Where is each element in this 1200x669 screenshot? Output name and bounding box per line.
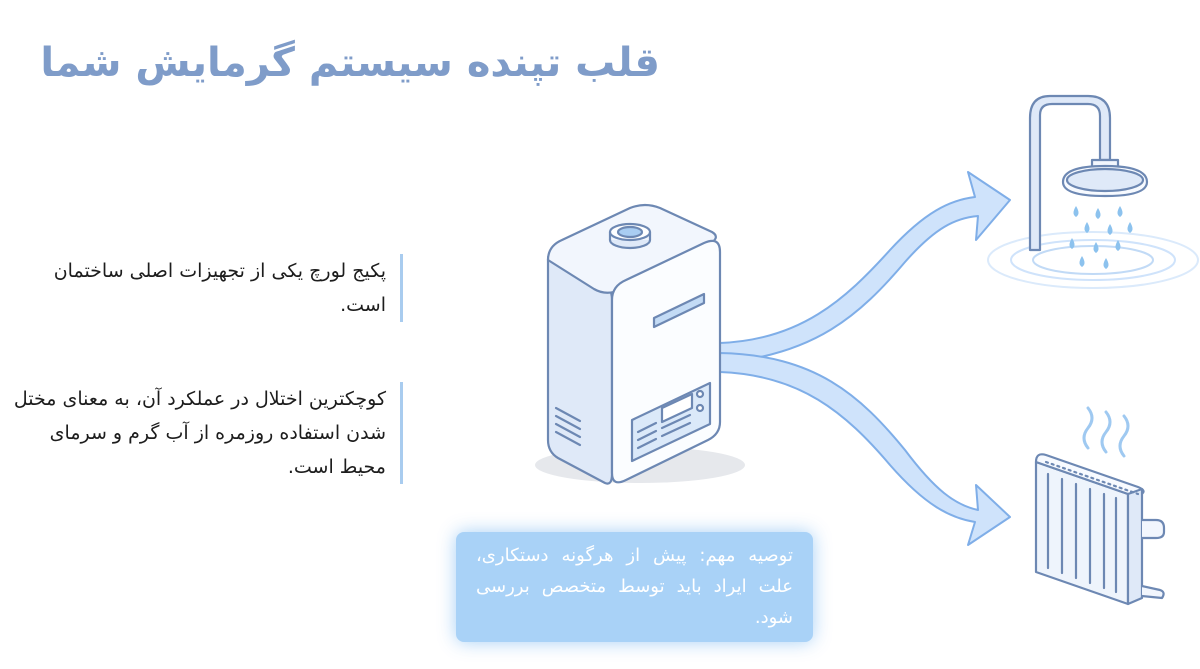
radiator-icon [1034,453,1166,606]
intro-paragraph: پکیج لورچ یکی از تجهیزات اصلی ساختمان اس… [40,254,403,322]
water-drops [1069,206,1133,269]
arrow-to-radiator [719,352,1011,546]
warning-paragraph: کوچکترین اختلال در عملکرد آن، به معنای م… [10,382,403,484]
tip-box: توصیه مهم: پیش از هرگونه دستکاری، علت ای… [456,532,813,642]
page-title: قلب تپنده سیستم گرمایش شما [40,40,660,86]
shower-icon [987,94,1199,289]
boiler-icon [535,203,745,485]
arrow-to-shower [719,171,1011,364]
heat-waves-icon [1082,406,1130,458]
